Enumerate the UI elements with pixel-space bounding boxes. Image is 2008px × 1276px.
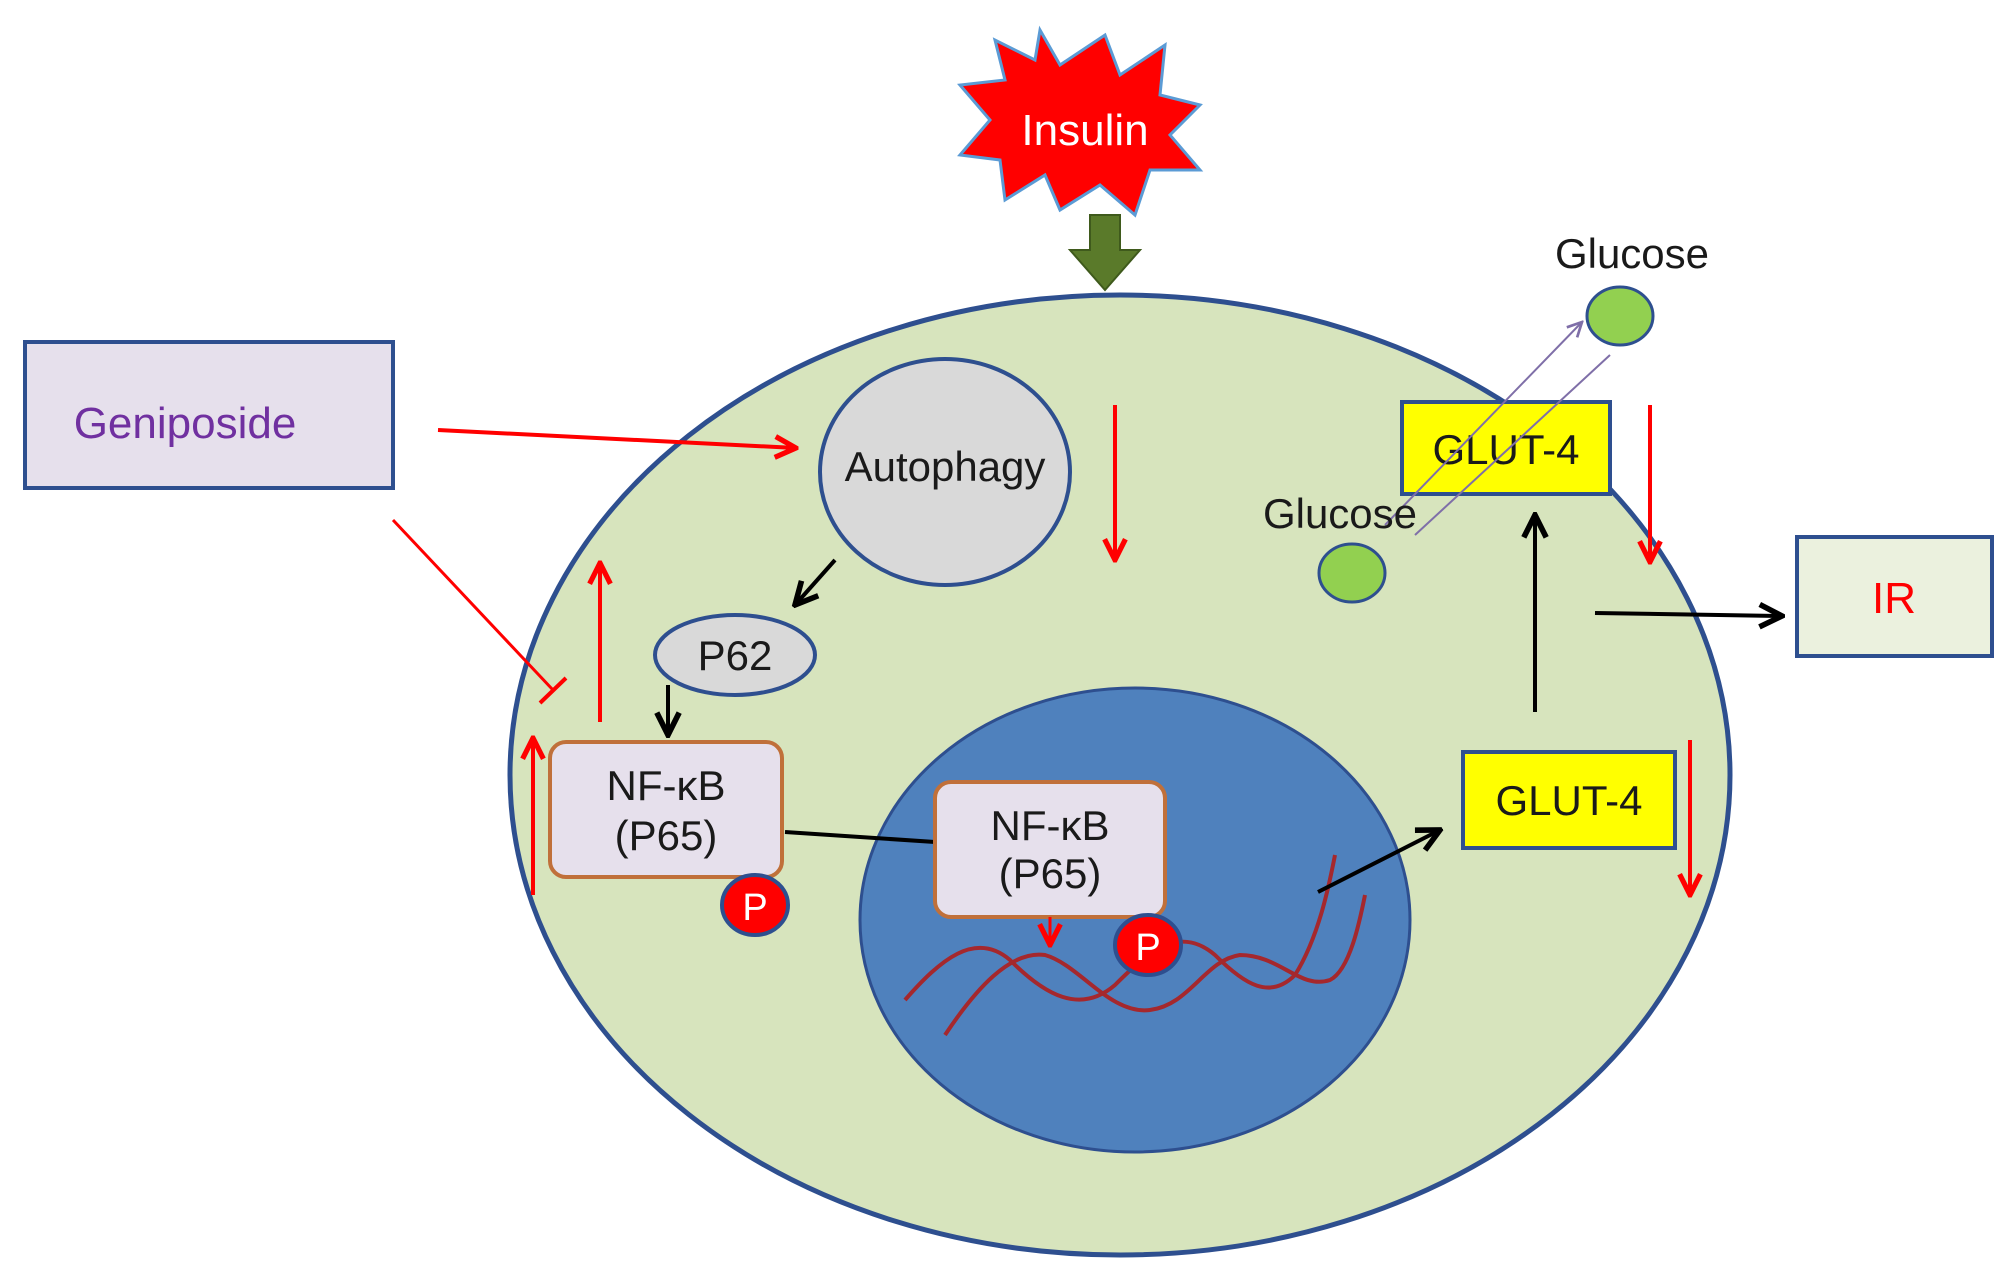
phospho-cytoplasm-label: P [742,887,767,929]
ir-box [1795,535,1994,658]
glut4-cytoplasm-box [1461,750,1677,850]
geniposide-activates-autophagy-arrow [437,428,796,448]
ir-label: IR [1872,574,1916,623]
p62-label: P62 [698,632,773,679]
phospho-nucleus-label: P [1135,927,1160,969]
geniposide-inhibits-nfkb [391,518,568,705]
dna-to-glut4-arrow [1317,830,1440,894]
glucose-influx-line [1414,354,1611,536]
nfkb-nucleus-label-line2: (P65) [999,850,1102,897]
insulin-signal-arrow [1067,214,1143,292]
phospho-bubble-nucleus: P [1113,913,1183,977]
nfkb-cytoplasm-label-line2: (P65) [615,812,718,859]
glucose-inside-molecule [1317,542,1387,604]
autophagy-node [818,357,1072,587]
glucose-outside-label: Glucose [1555,230,1709,277]
insulin-burst: Insulin [957,25,1204,218]
glut4-cytoplasm-label: GLUT-4 [1495,777,1642,824]
geniposide-box [23,340,395,490]
glut4-membrane-box [1400,400,1612,496]
autophagy-to-p62-arrow [795,558,837,605]
insulin-label: Insulin [1021,106,1148,155]
phospho-bubble-cytoplasm: P [720,873,790,937]
nfkb-cytoplasm-box [548,740,784,879]
glucose-outside-molecule [1585,285,1655,347]
glut4-membrane-label: GLUT-4 [1432,426,1579,473]
nfkb-cytoplasm-label-line1: NF-κB [607,762,726,809]
nfkb-nucleus-label-line1: NF-κB [991,802,1110,849]
glucose-inside-label: Glucose [1263,490,1417,537]
p62-node [653,613,817,697]
nfkb-translocation-line [784,830,936,844]
geniposide-label: Geniposide [74,399,297,448]
to-ir-arrow [1594,613,1782,616]
glucose-efflux-line [1384,322,1582,526]
autophagy-label: Autophagy [845,443,1046,490]
dna-strand-2 [943,894,1367,1037]
